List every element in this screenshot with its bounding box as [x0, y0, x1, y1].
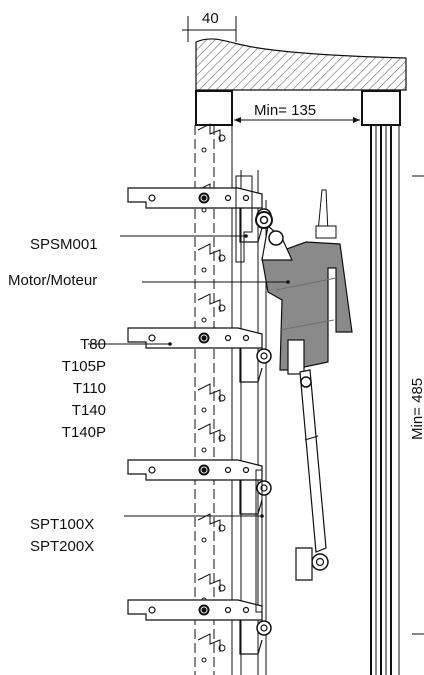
spt-bracket	[255, 469, 263, 613]
arm	[127, 327, 272, 383]
dimension-min-485-label: Min= 485	[409, 377, 424, 440]
lintel-hatched	[195, 38, 407, 91]
right-profile	[370, 125, 400, 675]
label-t110: T110	[72, 380, 106, 397]
dimension-min-485-ticks	[412, 175, 424, 635]
sash-hook	[197, 423, 226, 453]
bracket-marks	[197, 123, 226, 663]
motor-window	[287, 339, 305, 375]
label-spsm001: SPSM001	[30, 236, 98, 253]
label-t140: T140	[71, 402, 106, 419]
arm	[127, 459, 272, 515]
sash-hook	[197, 513, 226, 543]
horizontal-arms	[127, 187, 272, 655]
frame-right-square	[361, 90, 401, 126]
rod-top-pin	[300, 376, 312, 388]
sash-hook	[197, 383, 226, 413]
sash-hook	[197, 573, 226, 603]
motor-texture-2	[279, 319, 335, 331]
frame-left-square	[195, 90, 233, 126]
label-t-models: T80 T105P T110 T140 T140P	[40, 336, 106, 442]
sash-hook	[197, 123, 226, 153]
label-spt100x: SPT100X	[30, 516, 95, 533]
arm	[127, 599, 272, 655]
dimension-40-label: 40	[202, 10, 219, 27]
motor-plug	[315, 225, 337, 239]
sash-hook	[197, 633, 226, 663]
label-motor: Motor/Moteur	[8, 272, 98, 289]
leader-dots	[168, 234, 290, 518]
label-spt200x: SPT200X	[30, 538, 95, 555]
bottom-clevis	[295, 547, 313, 581]
top-hinge	[268, 230, 284, 246]
sash-hook	[197, 293, 226, 323]
label-t140p: T140P	[61, 424, 106, 441]
telescopic-rod	[299, 369, 327, 553]
motor-cable	[317, 189, 329, 233]
label-t80: T80	[80, 336, 106, 353]
label-spt-models: SPT100X SPT200X	[30, 516, 94, 556]
dimension-min-135-label: Min= 135	[254, 102, 317, 119]
label-t105p: T105P	[61, 358, 106, 375]
spsm-bracket	[235, 175, 253, 263]
dimension-top-40	[182, 16, 237, 42]
motor-texture-1	[275, 277, 337, 291]
sash-hook	[197, 243, 226, 273]
motor-body	[261, 241, 353, 371]
leader-lines	[88, 235, 288, 517]
arm	[127, 187, 272, 243]
